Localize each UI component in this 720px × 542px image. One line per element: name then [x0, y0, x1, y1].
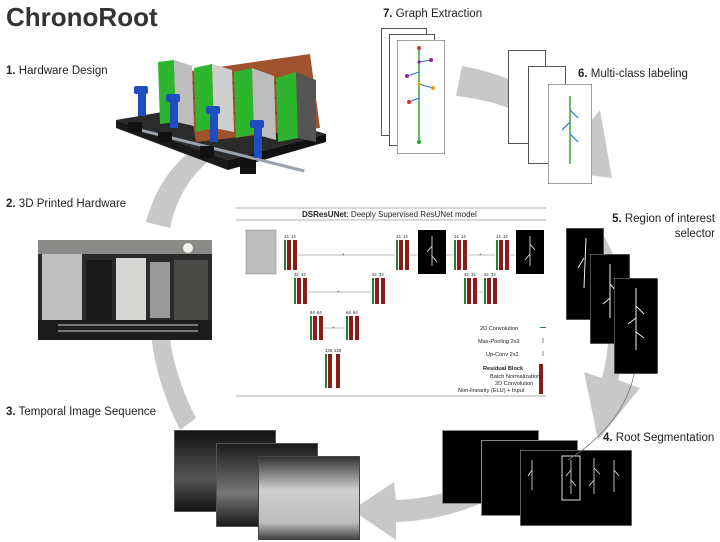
svg-text:14: 14	[284, 234, 289, 239]
svg-text:32: 32	[464, 272, 469, 277]
app-title: ChronoRoot	[6, 2, 158, 32]
3d-printed-hardware-photo	[38, 240, 212, 340]
svg-text:128: 128	[325, 348, 333, 353]
step-4-label: 4. Root Segmentation	[603, 432, 715, 444]
svg-text:14: 14	[461, 234, 466, 239]
hardware-design-render	[116, 54, 326, 174]
svg-text:Non-linearity (ELU) + Input: Non-linearity (ELU) + Input	[458, 388, 525, 394]
svg-text:2D Convolution: 2D Convolution	[480, 326, 518, 332]
svg-text:32: 32	[471, 272, 476, 277]
step-1-label: 1. Hardware Design	[6, 65, 108, 77]
skip-plus-2: +	[337, 289, 340, 294]
svg-text:14: 14	[403, 234, 408, 239]
skip-plus-1: +	[342, 252, 345, 257]
skip-plus-3: +	[332, 325, 335, 330]
unet-legend: 2D Convolution Max-Pooling 2x2 Up-Conv 2…	[458, 326, 546, 394]
step-6-label: 6. Multi-class labeling	[578, 68, 688, 80]
svg-text:Max-Pooling 2x2: Max-Pooling 2x2	[478, 339, 520, 345]
dsresunet-diagram: DSResUNet: Deeply Supervised ResUNet mod…	[236, 207, 546, 397]
temporal-frame-3	[258, 456, 360, 540]
graph-frame-3	[397, 40, 445, 154]
svg-text:32: 32	[301, 272, 306, 277]
svg-text:64: 64	[346, 310, 351, 315]
svg-text:64: 64	[310, 310, 315, 315]
step-7-label: 7. Graph Extraction	[383, 8, 483, 20]
svg-text:14: 14	[396, 234, 401, 239]
svg-text:64: 64	[317, 310, 322, 315]
roi-connector-line	[567, 361, 637, 461]
segmentation-frame-3	[520, 450, 632, 526]
svg-text:32: 32	[294, 272, 299, 277]
svg-text:32: 32	[484, 272, 489, 277]
roi-frame-3	[614, 278, 658, 374]
svg-text:2D Convolution: 2D Convolution	[495, 381, 533, 387]
svg-text:Residual Block: Residual Block	[483, 366, 524, 372]
svg-text:14: 14	[503, 234, 508, 239]
svg-text:14: 14	[454, 234, 459, 239]
skip-plus-4: +	[479, 252, 482, 257]
svg-text:64: 64	[353, 310, 358, 315]
svg-text:32: 32	[379, 272, 384, 277]
svg-text:14: 14	[291, 234, 296, 239]
svg-text:Up-Conv 2x2: Up-Conv 2x2	[486, 352, 519, 358]
svg-text:32: 32	[372, 272, 377, 277]
unet-title: DSResUNet: Deeply Supervised ResUNet mod…	[302, 210, 477, 219]
input-image	[245, 229, 277, 275]
step-3-label: 3. Temporal Image Sequence	[6, 406, 157, 418]
svg-text:128: 128	[334, 348, 342, 353]
svg-text:14: 14	[496, 234, 501, 239]
svg-text:Batch Normalization: Batch Normalization	[490, 374, 540, 380]
label-frame-3	[548, 84, 592, 184]
step-2-label: 2. 3D Printed Hardware	[6, 198, 127, 210]
svg-text:32: 32	[491, 272, 496, 277]
